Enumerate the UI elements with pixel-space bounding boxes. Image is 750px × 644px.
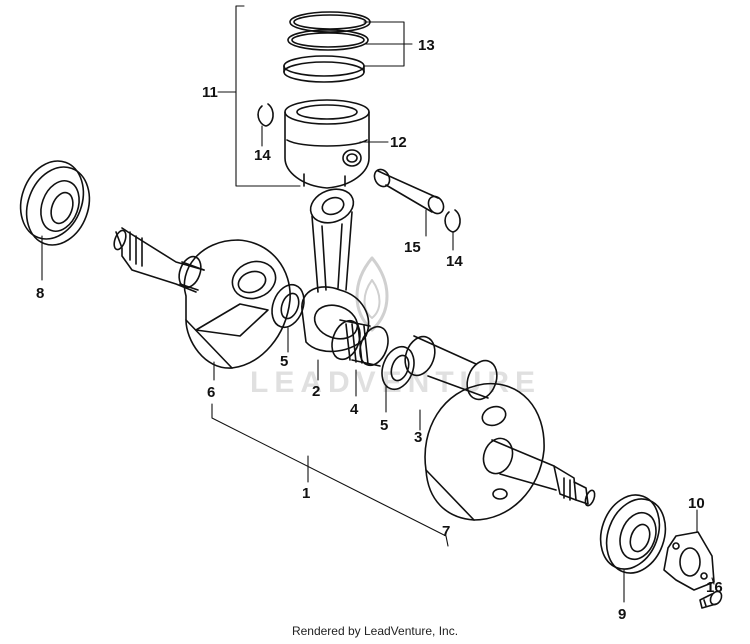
callout-8: 8 [36,285,44,302]
callout-11: 11 [202,84,218,101]
bolt [699,590,723,609]
leadventure-watermark [355,256,389,332]
callout-10: 10 [688,495,705,512]
callout-1: 1 [302,485,310,502]
callout-6: 6 [207,384,215,401]
footer-credit: Rendered by LeadVenture, Inc. [291,624,459,638]
piston-rings [283,11,371,83]
callout-2: 2 [312,383,320,400]
connecting-rod [301,188,370,353]
callout-13: 13 [418,37,435,54]
callout-5-right: 5 [380,417,388,434]
callout-4: 4 [350,401,359,418]
left-bearing [19,160,91,246]
callout-14-left: 14 [254,147,271,164]
circlip-right [444,209,461,233]
callout-3: 3 [414,429,422,446]
callout-12: 12 [390,134,407,151]
left-crank-half [113,227,291,369]
callout-5-left: 5 [280,353,288,370]
callout-7: 7 [442,523,450,540]
callout-labels: 11 13 12 14 15 14 8 5 6 2 4 5 3 1 7 10 1… [36,37,723,623]
callout-16: 16 [706,579,723,596]
callout-15: 15 [404,239,421,256]
piston-pin [373,168,445,215]
right-crank-half [424,382,596,521]
crank-pin [404,335,498,401]
right-bearing [599,494,667,574]
piston [284,99,370,189]
leader-lines [41,5,715,603]
retainer-plate [663,531,715,591]
needle-bearing [331,319,389,367]
circlip-left [257,103,274,127]
callout-9: 9 [618,606,626,623]
watermark-text: LEADVENTURE [250,366,541,399]
callout-14-right: 14 [446,253,463,270]
